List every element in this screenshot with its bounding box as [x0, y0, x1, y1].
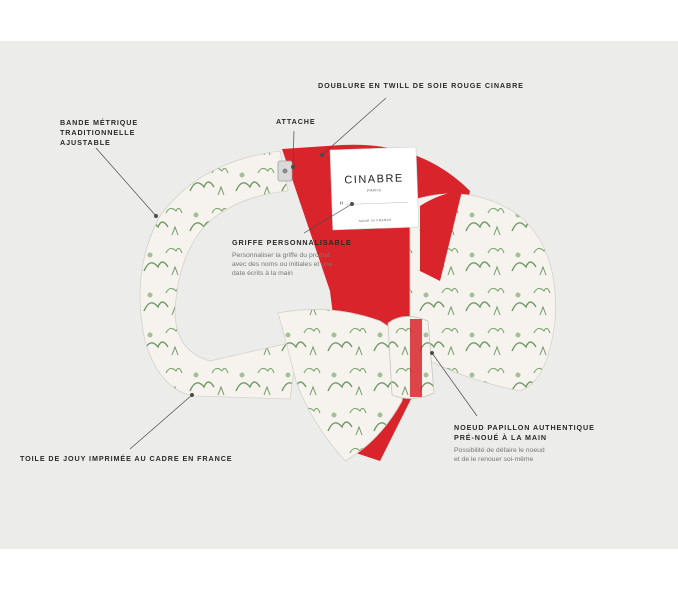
- leader-toile: [129, 394, 193, 450]
- bow-tie-illustration: CINABRE PARIS H MADE IN FRANCE: [95, 97, 556, 462]
- label-made-in: MADE IN FRANCE: [359, 218, 392, 223]
- leader-noeud: [431, 352, 478, 417]
- callout-bande-title: BANDE MÉTRIQUE TRADITIONNELLE AJUSTABLE: [60, 118, 139, 147]
- label-brand: CINABRE: [344, 172, 404, 186]
- callout-noeud-desc: Possibilité de défaire le noeud et de le…: [454, 447, 545, 463]
- leader-attache: [292, 130, 295, 168]
- callout-griffe-desc: Personnaliser la griffe du produit avec …: [232, 252, 333, 277]
- callout-noeud: NOEUD PAPILLON AUTHENTIQUE PRÉ-NOUÉ À LA…: [454, 423, 595, 464]
- label-city: PARIS: [367, 188, 381, 192]
- callout-bande: BANDE MÉTRIQUE TRADITIONNELLE AJUSTABLE: [60, 118, 138, 148]
- label-tag: CINABRE PARIS H MADE IN FRANCE: [329, 146, 420, 231]
- callout-attache-title: ATTACHE: [276, 117, 316, 126]
- callout-griffe: GRIFFE PERSONNALISABLE Personnaliser la …: [232, 238, 352, 278]
- leader-doublure: [321, 97, 387, 156]
- label-field-initial: H: [340, 201, 343, 206]
- callout-toile: TOILE DE JOUY IMPRIMÉE AU CADRE EN FRANC…: [20, 454, 232, 464]
- leader-bande: [95, 147, 157, 217]
- callout-noeud-title: NOEUD PAPILLON AUTHENTIQUE PRÉ-NOUÉ À LA…: [454, 423, 595, 442]
- callout-toile-title: TOILE DE JOUY IMPRIMÉE AU CADRE EN FRANC…: [20, 454, 233, 463]
- callout-attache: ATTACHE: [276, 117, 316, 127]
- callout-doublure-title: DOUBLURE EN TWILL DE SOIE ROUGE CINABRE: [318, 81, 524, 90]
- callout-griffe-title: GRIFFE PERSONNALISABLE: [232, 238, 352, 247]
- leader-griffe: [303, 203, 353, 234]
- callout-doublure: DOUBLURE EN TWILL DE SOIE ROUGE CINABRE: [318, 81, 524, 91]
- neckband: [139, 150, 299, 400]
- product-photo: CINABRE PARIS H MADE IN FRANCE DOUBLURE …: [0, 41, 678, 549]
- bow-wing-left: [277, 309, 411, 462]
